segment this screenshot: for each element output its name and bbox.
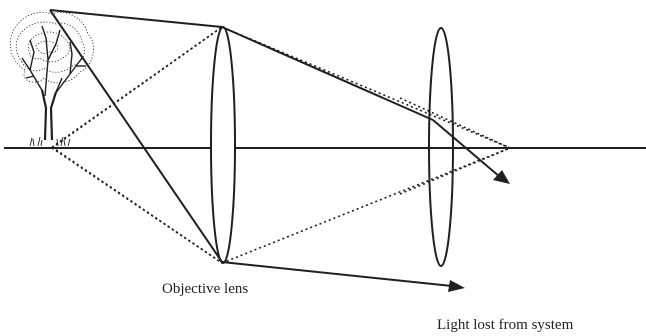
arrowhead-eyepiece	[493, 170, 510, 184]
solid-rays	[49, 9, 501, 287]
eyepiece-lens	[428, 27, 454, 267]
objective-lens	[210, 26, 236, 264]
tree-icon	[10, 11, 94, 147]
light-lost-label: Light lost from system	[437, 317, 574, 333]
dotted-rays	[51, 26, 511, 264]
arrowhead-lost	[448, 280, 465, 292]
objective-lens-label: Objective lens	[162, 281, 249, 297]
